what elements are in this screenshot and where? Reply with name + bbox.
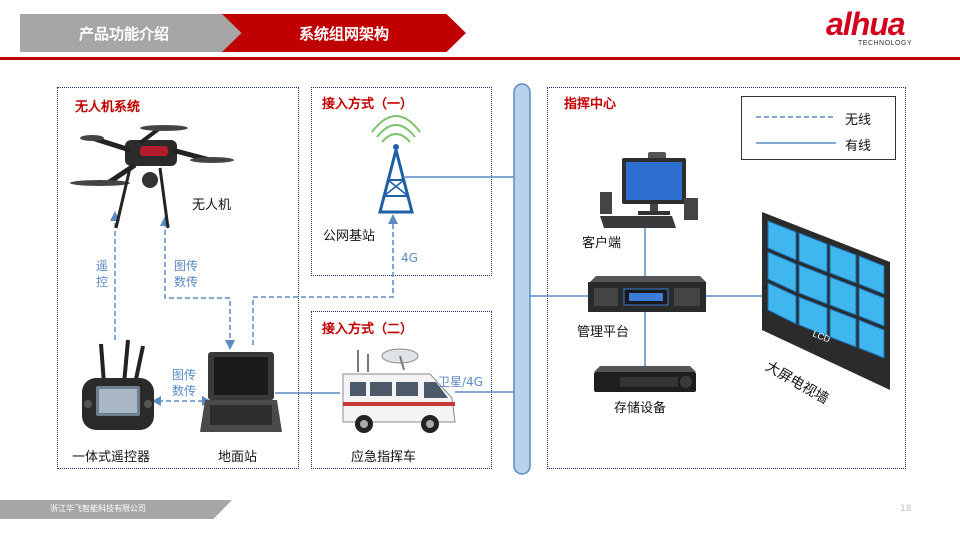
wireless-links <box>114 217 394 402</box>
base-station-label: 公网基站 <box>323 229 376 244</box>
tab-system-architecture[interactable]: 系统组网架构 <box>222 14 466 52</box>
drone-label: 无人机 <box>192 198 232 213</box>
command-center-box <box>547 87 906 469</box>
footer-company: 浙江华飞智能科技有限公司 <box>50 504 146 513</box>
legend-wired-label: 有线 <box>845 139 872 154</box>
desktop-icon <box>600 152 698 228</box>
tab-product-intro[interactable]: 产品功能介绍 <box>20 14 248 52</box>
uav-system-box <box>57 87 299 469</box>
remote-control-link-label: 遥 控 <box>96 259 109 289</box>
controller-transfer-link-label: 图传 数传 <box>172 368 197 398</box>
nvr-icon <box>594 366 696 392</box>
logo-wordmark: alhua <box>826 6 906 42</box>
header-divider <box>0 57 960 60</box>
remote-controller-label: 一体式遥控器 <box>72 450 151 465</box>
image-transfer-link-label: 图传 数传 <box>174 259 199 289</box>
laptop-icon <box>200 352 282 432</box>
command-center-title: 指挥中心 <box>564 97 617 112</box>
video-wall-icon <box>762 212 890 390</box>
tab-product-intro-label: 产品功能介绍 <box>78 24 169 43</box>
page-number: 18 <box>900 504 912 514</box>
network-backbone <box>513 83 531 475</box>
vehicle-icon <box>342 348 456 433</box>
access-method-1-box <box>311 87 492 276</box>
access-method-1-title: 接入方式（一） <box>322 97 414 112</box>
brand-logo: alhua TECHNOLOGY <box>826 6 944 50</box>
satellite-link-label: 卫星/4G <box>438 375 483 389</box>
vehicle-label: 应急指挥车 <box>351 450 417 465</box>
storage-label: 存储设备 <box>614 401 667 416</box>
drone-icon <box>70 125 234 229</box>
footer-bar <box>0 500 232 519</box>
access-method-2-title: 接入方式（二） <box>322 322 414 337</box>
wired-links <box>275 176 770 394</box>
legend-wireless-label: 无线 <box>845 113 872 128</box>
legend: 无线 有线 <box>741 96 896 160</box>
access-method-2-box <box>311 311 492 469</box>
tab-system-architecture-label: 系统组网架构 <box>298 24 389 43</box>
client-label: 客户端 <box>582 236 622 251</box>
ground-station-label: 地面站 <box>218 450 258 465</box>
tower-icon <box>371 115 421 214</box>
remote-controller-icon <box>82 339 154 430</box>
server-icon <box>588 276 706 312</box>
logo-subtitle: TECHNOLOGY <box>858 40 913 47</box>
uav-system-title: 无人机系统 <box>75 100 141 115</box>
platform-label: 管理平台 <box>577 325 630 340</box>
4g-link-label: 4G <box>401 251 418 265</box>
